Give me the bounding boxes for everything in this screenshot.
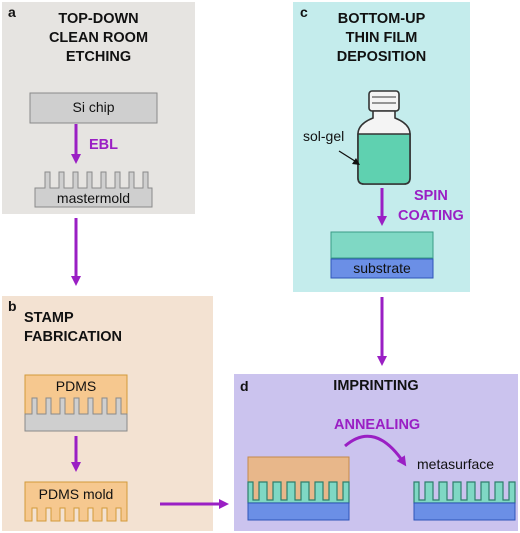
imprinted-film <box>247 481 350 504</box>
panel-a-title-line-2: CLEAN ROOM <box>48 30 149 46</box>
panel-c-title-line-1: BOTTOM-UP <box>337 11 426 27</box>
si-chip-block <box>29 92 158 124</box>
panel-a-title: TOP-DOWN CLEAN ROOM ETCHING <box>2 10 195 67</box>
spin-coating-label-line-1: SPIN <box>413 188 448 204</box>
sol-gel-pointer-head <box>352 158 360 165</box>
panel-b-title-line-2: FABRICATION <box>24 329 123 345</box>
panel-b-title: STAMP FABRICATION <box>24 309 122 347</box>
ebl-label: EBL <box>89 137 118 153</box>
panel-c-letter: c <box>300 4 308 20</box>
panel-c-title-line-3: DEPOSITION <box>336 49 427 65</box>
thin-film-layer <box>330 231 434 259</box>
metasurface-film <box>413 481 516 504</box>
panel-a-title-line-3: ETCHING <box>65 49 132 65</box>
spin-coating-label-line-2: COATING <box>398 208 464 224</box>
pdms-label: PDMS <box>55 378 97 394</box>
panel-b-letter: b <box>8 298 17 314</box>
panel-b-title-line-1: STAMP <box>24 310 74 326</box>
sol-gel-vial <box>357 90 411 185</box>
substrate-block-c <box>330 258 434 279</box>
substrate-block-d-right <box>413 502 516 521</box>
pdms-mold-label: PDMS mold <box>38 486 114 502</box>
panel-a-title-line-1: TOP-DOWN <box>58 11 139 27</box>
substrate-block-d-left <box>247 502 350 521</box>
sol-gel-label: sol-gel <box>303 128 345 144</box>
spin-coating-label: SPIN COATING <box>398 186 464 226</box>
panel-d-letter: d <box>240 378 249 394</box>
panel-c-title: BOTTOM-UP THIN FILM DEPOSITION <box>293 10 470 67</box>
substrate-label: substrate <box>353 260 411 276</box>
annealing-arrow <box>344 434 407 467</box>
master-under-pdms <box>24 397 128 432</box>
panel-d-title: IMPRINTING <box>333 378 419 394</box>
mastermold-shape <box>34 171 153 208</box>
panel-a-letter: a <box>8 4 16 20</box>
metasurface-label: metasurface <box>417 456 495 472</box>
pdms-mold-shape <box>24 481 128 522</box>
si-chip-label: Si chip <box>72 99 115 115</box>
panel-c-title-line-2: THIN FILM <box>345 30 418 46</box>
mastermold-label: mastermold <box>56 190 131 206</box>
annealing-label: ANNEALING <box>334 417 421 433</box>
